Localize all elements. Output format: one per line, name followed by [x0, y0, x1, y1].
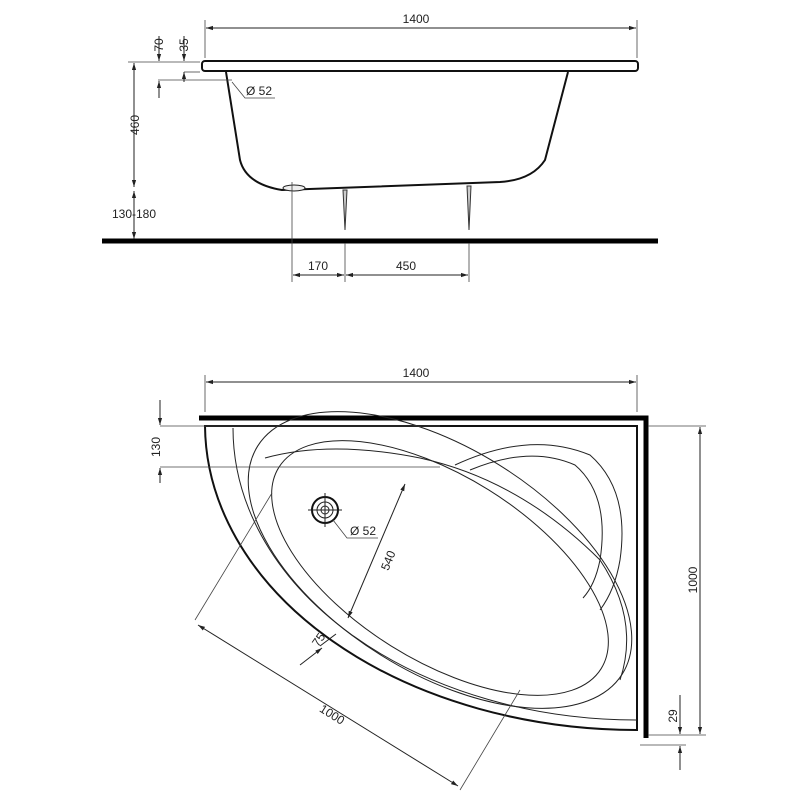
- extension-line: [459, 689, 521, 791]
- overflow-leader: [231, 81, 275, 99]
- drain: [282, 184, 306, 192]
- length-label: 1400: [403, 12, 430, 26]
- diagonal-label: 1000: [317, 702, 347, 728]
- tub-outline: [203, 425, 638, 732]
- rim-75-dimension: [319, 633, 337, 647]
- drain-icon: [308, 493, 342, 527]
- leg-offset-label: 170: [308, 259, 328, 273]
- rim-130-label: 130: [149, 437, 163, 457]
- rim-75-label: 75: [309, 630, 328, 649]
- extension-line: [194, 492, 273, 621]
- legs-height-label: 130-180: [112, 207, 156, 221]
- overflow-label: Ø 52: [246, 84, 272, 98]
- side-view: 1400 170 450 460 130-180 70 35 Ø 52: [102, 12, 658, 282]
- width-label: 1000: [686, 566, 700, 593]
- rim-70-label: 70: [152, 38, 166, 52]
- length-label: 1400: [403, 366, 430, 380]
- tub-legs: [342, 185, 472, 231]
- seat-inner: [469, 455, 603, 599]
- basin-width-dimension: [347, 483, 406, 619]
- backrest-outline: [264, 448, 628, 681]
- wall-corner: [199, 415, 649, 738]
- leg-spacing-label: 450: [396, 259, 416, 273]
- height-label: 460: [128, 115, 142, 135]
- basin-width-label: 540: [378, 548, 399, 572]
- basin-outer: [247, 411, 633, 709]
- diagonal-dimension: [197, 624, 459, 787]
- rim-29-label: 29: [666, 709, 680, 723]
- top-view: 1400 Ø 52 130 1000 29: [149, 366, 706, 791]
- rim-inner-edge: [232, 427, 638, 721]
- basin-inner: [271, 440, 609, 696]
- drain-label: Ø 52: [350, 524, 376, 538]
- tub-body: [225, 71, 569, 192]
- rim-35-label: 35: [177, 38, 191, 52]
- seat-outer: [454, 444, 623, 611]
- rim-75-dimension: [299, 647, 323, 666]
- tub-rim: [201, 60, 639, 72]
